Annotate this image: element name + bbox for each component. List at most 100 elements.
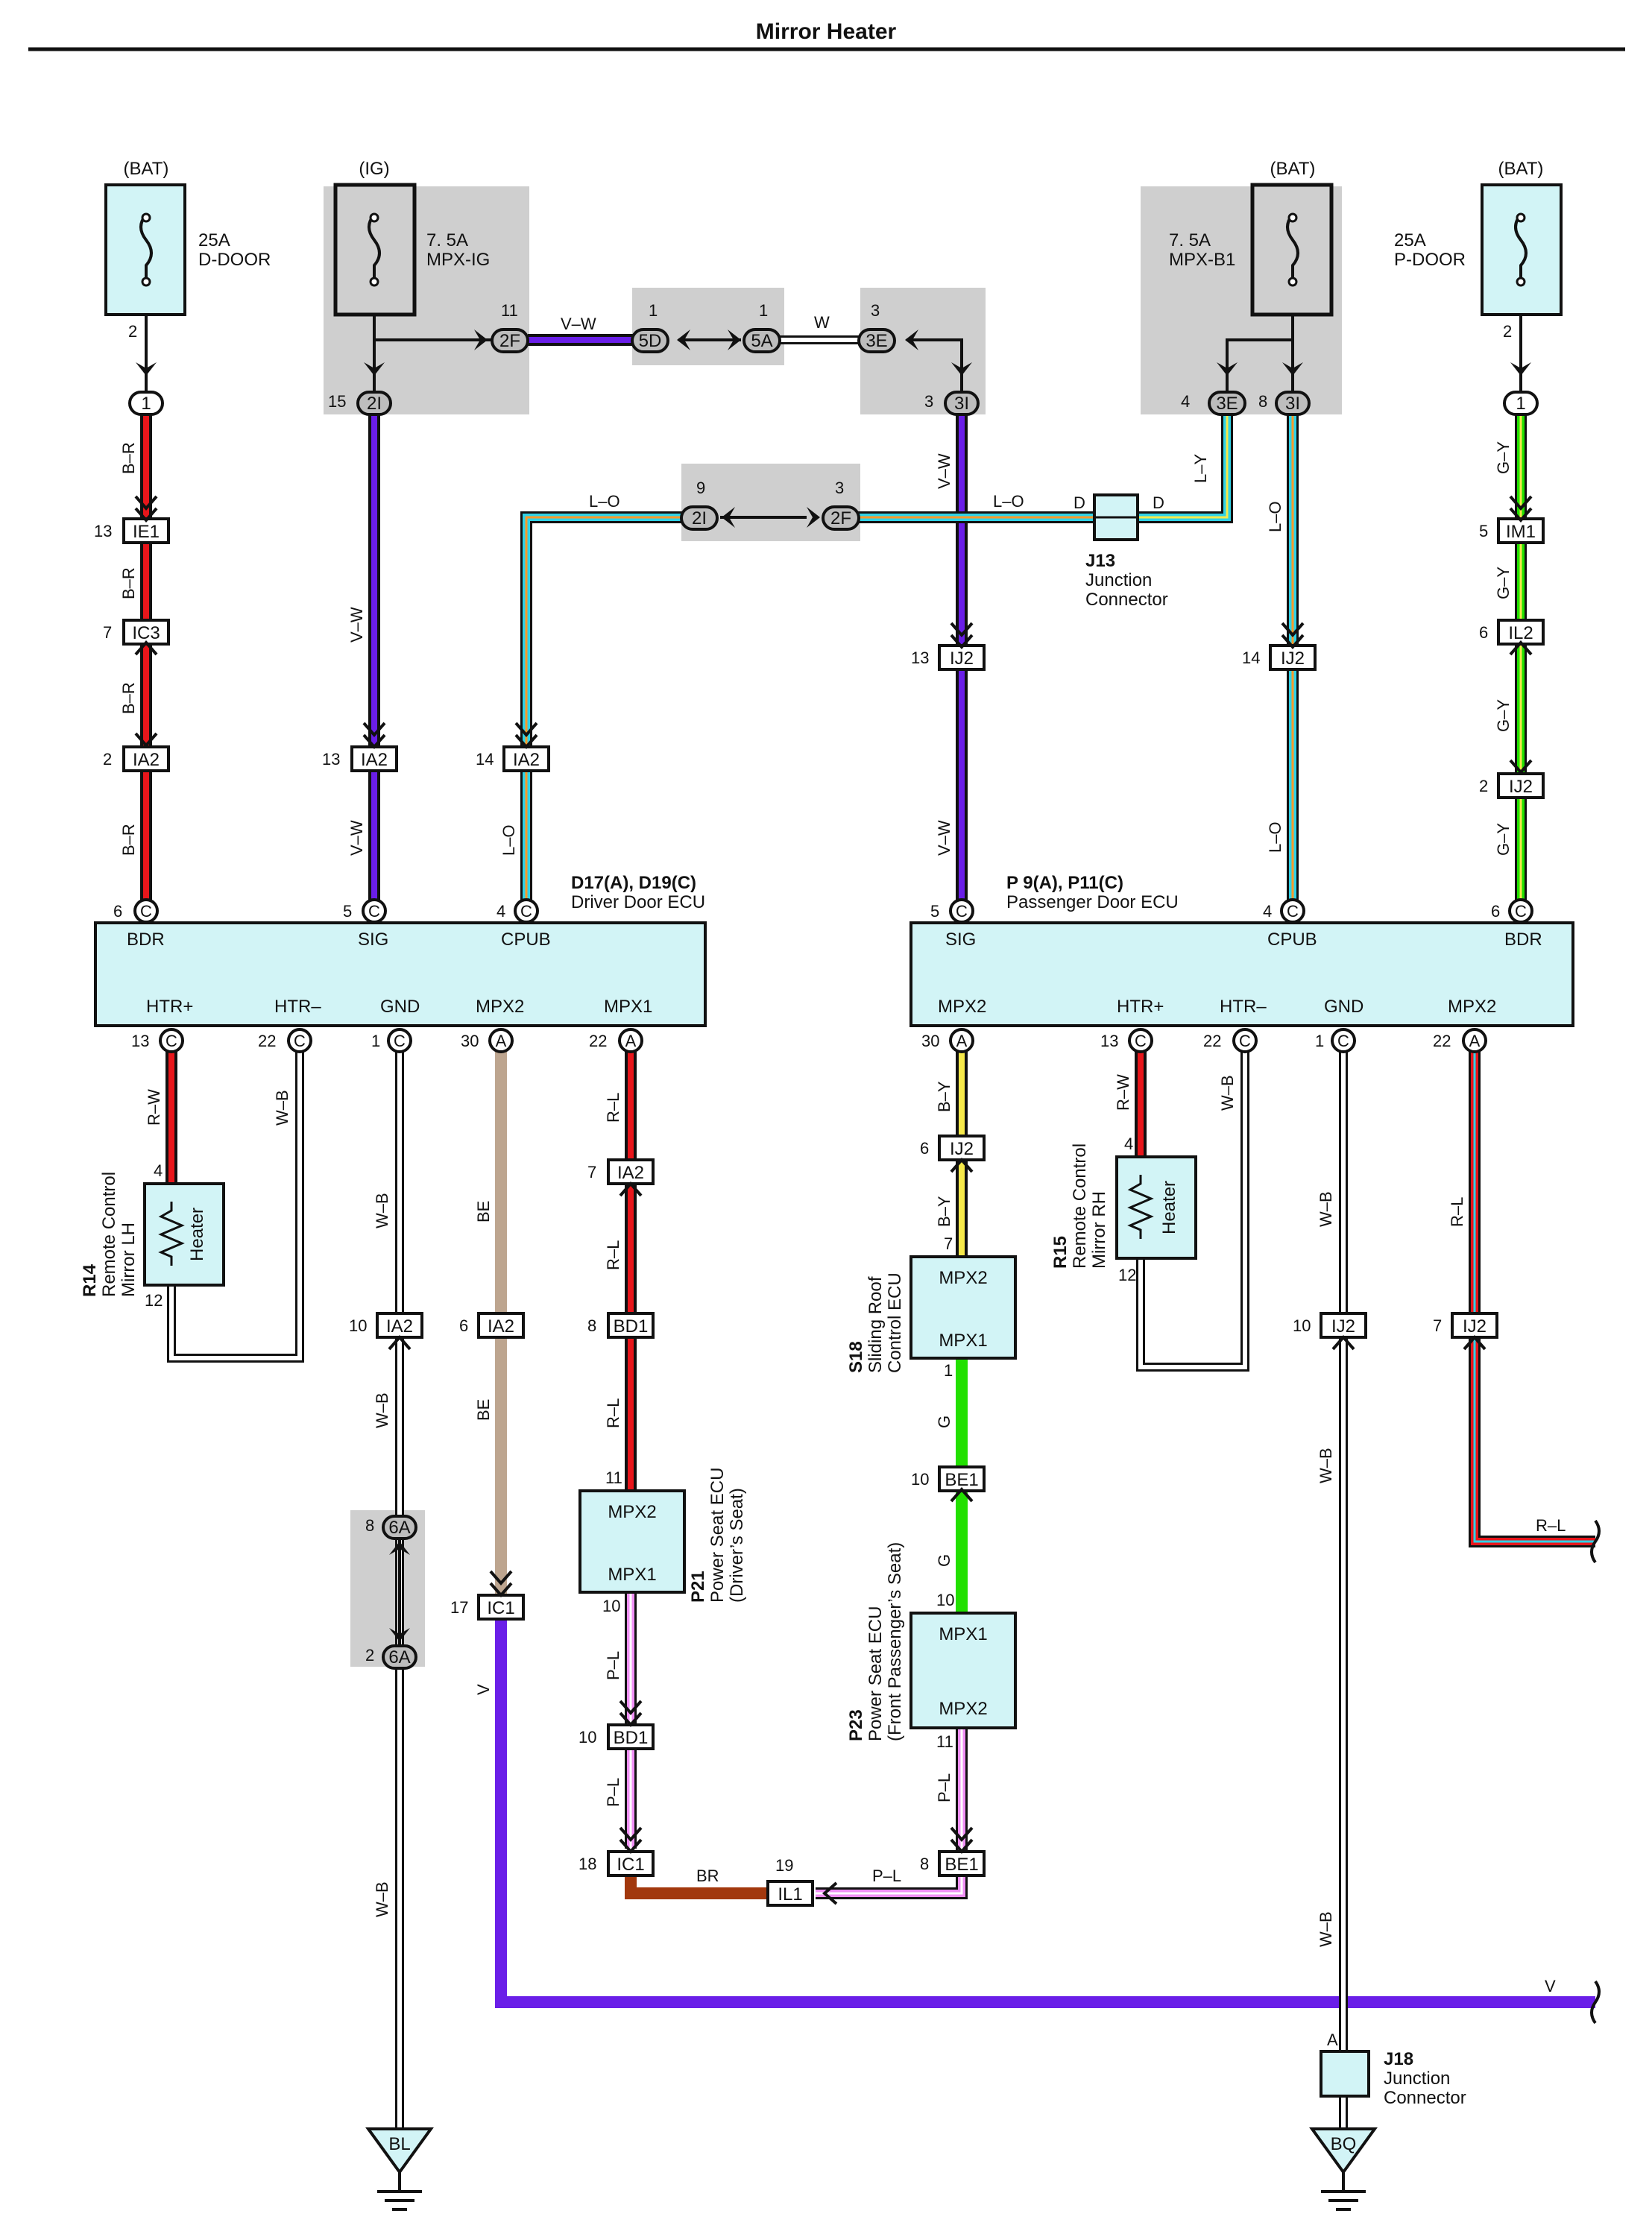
svg-text:D17(A), D19(C): D17(A), D19(C) xyxy=(571,873,696,893)
svg-text:Sliding Roof: Sliding Roof xyxy=(866,1276,886,1373)
svg-text:11: 11 xyxy=(605,1468,622,1487)
svg-text:IL1: IL1 xyxy=(778,1884,802,1905)
svg-text:A: A xyxy=(1327,2031,1338,2049)
svg-text:1: 1 xyxy=(649,301,658,320)
svg-text:Remote Control: Remote Control xyxy=(99,1172,119,1297)
svg-text:MPX2: MPX2 xyxy=(939,1268,987,1288)
svg-text:3E: 3E xyxy=(866,331,887,351)
svg-text:W–B: W–B xyxy=(273,1090,291,1126)
svg-text:CPUB: CPUB xyxy=(501,930,551,950)
svg-text:10: 10 xyxy=(911,1470,929,1489)
svg-text:30: 30 xyxy=(921,1032,939,1050)
fuse-d-door: (BAT) 25A D-DOOR 2 xyxy=(104,159,271,341)
svg-text:IC1: IC1 xyxy=(617,1855,644,1875)
j13-junction-connector: D D J13 Junction Connector xyxy=(1074,493,1168,610)
svg-text:HTR–: HTR– xyxy=(274,997,321,1017)
svg-text:IM1: IM1 xyxy=(1506,522,1536,542)
fuse-rating: 25A xyxy=(1394,230,1426,250)
svg-text:Mirror RH: Mirror RH xyxy=(1089,1191,1109,1269)
svg-text:IA2: IA2 xyxy=(386,1316,413,1337)
svg-text:6: 6 xyxy=(920,1139,929,1158)
svg-text:C: C xyxy=(394,1032,406,1050)
svg-text:5: 5 xyxy=(930,902,939,921)
svg-text:GND: GND xyxy=(1324,997,1363,1017)
svg-text:Control ECU: Control ECU xyxy=(885,1272,905,1373)
svg-text:BE1: BE1 xyxy=(945,1470,978,1490)
svg-text:2I: 2I xyxy=(367,394,382,414)
pin-2i: 15 xyxy=(328,392,346,411)
svg-text:R–L: R–L xyxy=(1536,1516,1566,1535)
svg-text:A: A xyxy=(496,1032,507,1050)
r14-mirror-lh: Heater 4 12 R14 Remote Control Mirror LH xyxy=(80,1161,225,1310)
svg-text:MPX2: MPX2 xyxy=(1448,997,1496,1017)
svg-text:14: 14 xyxy=(476,750,494,769)
svg-text:J13: J13 xyxy=(1085,551,1115,571)
arrow-chevrons xyxy=(134,329,1533,1905)
svg-text:P–L: P–L xyxy=(604,1651,622,1680)
svg-text:11: 11 xyxy=(936,1732,953,1751)
svg-text:GND: GND xyxy=(380,997,420,1017)
svg-text:12: 12 xyxy=(1118,1266,1136,1284)
svg-text:R–L: R–L xyxy=(604,1240,622,1270)
svg-text:22: 22 xyxy=(1433,1032,1451,1050)
svg-text:30: 30 xyxy=(461,1032,479,1050)
svg-text:R–W: R–W xyxy=(1114,1074,1132,1111)
inline-connectors: IE1 13 IC3 7 IA2 2 IA2 13 IA2 14 IJ2 13 … xyxy=(94,517,1545,1907)
svg-text:V: V xyxy=(1545,1977,1556,1995)
svg-text:10: 10 xyxy=(349,1316,367,1335)
svg-text:P–L: P–L xyxy=(604,1778,622,1807)
svg-text:8: 8 xyxy=(365,1516,374,1535)
svg-text:G–Y: G–Y xyxy=(1494,823,1513,856)
svg-text:P–L: P–L xyxy=(935,1773,953,1802)
svg-text:1: 1 xyxy=(371,1032,380,1050)
svg-text:B–R: B–R xyxy=(119,682,138,714)
svg-text:5: 5 xyxy=(1479,522,1488,540)
svg-text:Power Seat ECU: Power Seat ECU xyxy=(707,1468,728,1603)
svg-text:V–W: V–W xyxy=(347,820,366,856)
svg-text:G–Y: G–Y xyxy=(1494,567,1513,599)
j18-junction-connector: A J18 Junction Connector xyxy=(1320,2031,1466,2108)
fuse-outputs: 1 2I 2F 3E 3I 1 xyxy=(128,328,1539,416)
svg-text:12: 12 xyxy=(145,1291,163,1310)
svg-text:C: C xyxy=(140,902,152,921)
svg-text:C: C xyxy=(294,1032,306,1050)
driver-door-ecu: D17(A), D19(C) Driver Door ECU BDR SIG C… xyxy=(94,873,707,1053)
svg-text:BE: BE xyxy=(474,1201,493,1222)
svg-text:Heater: Heater xyxy=(1159,1181,1179,1234)
svg-text:2: 2 xyxy=(1479,777,1488,795)
svg-text:3: 3 xyxy=(871,301,880,320)
svg-text:4: 4 xyxy=(496,902,505,921)
svg-text:Junction: Junction xyxy=(1384,2069,1450,2089)
svg-text:22: 22 xyxy=(258,1032,276,1050)
svg-text:B–Y: B–Y xyxy=(935,1081,953,1112)
svg-text:Mirror LH: Mirror LH xyxy=(119,1222,139,1297)
svg-text:J18: J18 xyxy=(1384,2049,1413,2069)
svg-text:13: 13 xyxy=(131,1032,149,1050)
svg-text:22: 22 xyxy=(589,1032,607,1050)
svg-text:MPX1: MPX1 xyxy=(939,1624,987,1644)
svg-text:IJ2: IJ2 xyxy=(1281,649,1305,669)
fuse-source: (BAT) xyxy=(1270,159,1316,179)
svg-text:MPX1: MPX1 xyxy=(939,1331,987,1351)
svg-text:2F: 2F xyxy=(830,508,851,528)
svg-text:P21: P21 xyxy=(688,1571,708,1603)
fuse-mpx-b1: (BAT) 7. 5A MPX-B1 4 8 xyxy=(1169,159,1334,411)
svg-text:2: 2 xyxy=(103,750,112,769)
svg-text:SIG: SIG xyxy=(945,930,976,950)
svg-text:1: 1 xyxy=(1516,394,1525,414)
svg-text:IL2: IL2 xyxy=(1508,623,1533,643)
svg-text:L–O: L–O xyxy=(993,492,1024,511)
svg-text:W–B: W–B xyxy=(1317,1911,1335,1947)
svg-text:IA2: IA2 xyxy=(513,750,540,770)
svg-text:V–W: V–W xyxy=(935,820,953,856)
svg-text:L–O: L–O xyxy=(1266,821,1284,853)
fuse-rating: 25A xyxy=(198,230,230,250)
svg-text:BD1: BD1 xyxy=(614,1316,649,1337)
svg-text:R15: R15 xyxy=(1050,1236,1071,1269)
svg-text:6: 6 xyxy=(113,902,122,921)
svg-text:HTR+: HTR+ xyxy=(146,997,193,1017)
svg-text:2: 2 xyxy=(365,1646,374,1665)
svg-text:10: 10 xyxy=(936,1591,954,1609)
svg-text:1: 1 xyxy=(141,394,151,414)
